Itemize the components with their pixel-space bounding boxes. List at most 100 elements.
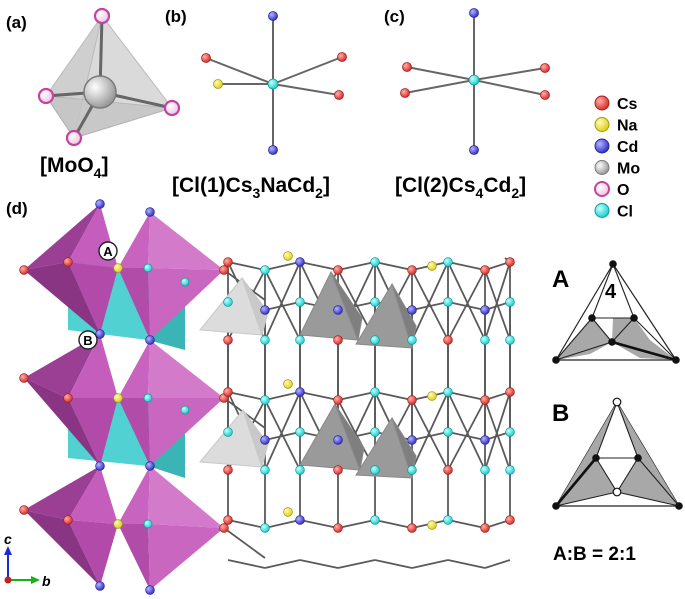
cd-atom [260, 305, 270, 315]
site-a-marker: A [98, 241, 118, 261]
cl-atom [295, 465, 305, 475]
cl-atom [143, 519, 153, 529]
cl-atom [370, 387, 380, 397]
mo-atom [83, 75, 117, 109]
bond [264, 519, 301, 529]
bond [299, 261, 339, 271]
formula-moo4: [MoO4] [40, 154, 108, 181]
formula-cl2: [Cl(2)Cs4Cd2] [395, 174, 526, 201]
o-atom [65, 129, 83, 147]
bond [227, 261, 266, 271]
legend-swatch [594, 203, 610, 218]
cd-atom [145, 207, 155, 217]
cl-atom [370, 515, 380, 525]
cs-atom [443, 335, 453, 345]
bond [374, 559, 413, 569]
na-atom [427, 520, 437, 530]
cs-atom [223, 465, 233, 475]
cs-atom [333, 395, 343, 405]
cd-atom [295, 257, 305, 267]
cd-atom [295, 387, 305, 397]
cl-atom [443, 297, 453, 307]
cd-atom [260, 435, 270, 445]
cd-atom [407, 435, 417, 445]
cs-atom [333, 265, 343, 275]
bond [484, 391, 511, 471]
cd-atom [95, 199, 105, 209]
cl-atom [180, 277, 190, 287]
axis-indicator: c b [4, 531, 51, 589]
panel-a-tag: (a) [6, 13, 27, 32]
cl-atom [443, 387, 453, 397]
framework-atoms [223, 251, 515, 533]
cl-atom [295, 427, 305, 437]
panel-c-tag: (c) [384, 7, 405, 26]
cl-atom [370, 335, 380, 345]
cd-atom [469, 8, 479, 18]
cd-atom [145, 461, 155, 471]
legend-label: Cl [617, 204, 633, 221]
cs-atom [400, 88, 410, 98]
bond [337, 391, 376, 401]
legend-label: Cs [617, 96, 638, 113]
cl-atom [223, 427, 233, 437]
na-atom [283, 507, 293, 517]
bond [264, 399, 301, 471]
cl-atom [505, 335, 515, 345]
legend-item-cl: Cl [594, 203, 633, 221]
cl-atom [370, 257, 380, 267]
bond [484, 399, 511, 471]
bond [264, 261, 301, 271]
cs-atom [63, 257, 73, 267]
bond-framework [223, 257, 511, 569]
cd-atom [145, 585, 155, 595]
bond [337, 261, 376, 271]
bond [299, 519, 339, 529]
cs-atom [407, 523, 417, 533]
cs-atom [505, 387, 515, 397]
legend-label: Cd [617, 139, 638, 156]
legend-swatch [594, 117, 610, 132]
cl-atom [370, 297, 380, 307]
cd-atom [480, 435, 490, 445]
bond [411, 391, 449, 471]
cl-atom [480, 335, 490, 345]
cl-atom [407, 335, 417, 345]
bond [484, 559, 511, 569]
bond [374, 391, 413, 401]
cl-atom [505, 427, 515, 437]
bond [264, 269, 301, 341]
legend-item-o: O [594, 181, 629, 199]
bond [447, 559, 486, 569]
bond [447, 519, 486, 529]
bond [337, 559, 376, 569]
cl-atom [260, 395, 270, 405]
bond [447, 269, 486, 341]
cs-atom [333, 465, 343, 475]
cs-atom [505, 515, 515, 525]
cl-atom [260, 465, 270, 475]
cd-atom [295, 515, 305, 525]
cs-atom [540, 90, 550, 100]
cl-atom [505, 465, 515, 475]
cd-atom [333, 305, 343, 315]
cs-atom [334, 90, 344, 100]
svg-text:B: B [83, 333, 92, 348]
schematic-a-letter: A [552, 266, 569, 293]
ratio-label: A:B = 2:1 [553, 544, 636, 565]
na-atom [113, 393, 123, 403]
legend-swatch [594, 95, 610, 111]
bond [411, 399, 449, 471]
cl-atom [443, 427, 453, 437]
legend-label: Na [617, 118, 638, 135]
moo4-tetrahedron [37, 7, 181, 147]
cs-atom [63, 515, 73, 525]
legend-swatch [594, 181, 610, 197]
bond [411, 269, 449, 341]
schematic-b: B [552, 397, 683, 510]
bond [374, 261, 413, 271]
cd-octahedra-column [24, 204, 224, 590]
bond [227, 559, 266, 569]
bond [223, 527, 266, 559]
